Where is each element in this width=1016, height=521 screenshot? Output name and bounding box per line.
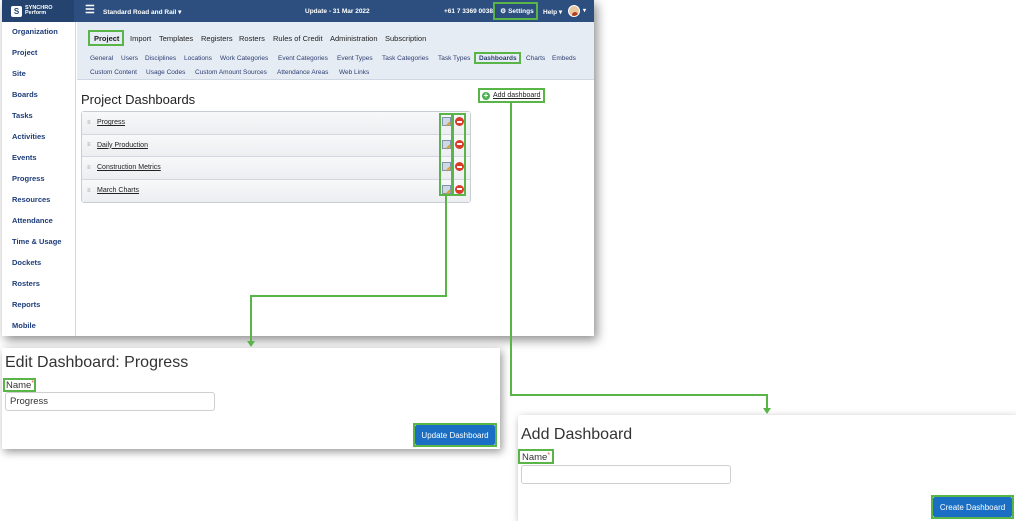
plus-circle-icon: + bbox=[482, 90, 490, 100]
edit-icon[interactable] bbox=[442, 162, 451, 171]
drag-handle-icon[interactable]: ≡ bbox=[87, 164, 91, 171]
sidebar-item-events[interactable]: Events bbox=[12, 153, 37, 162]
dashboard-link[interactable]: March Charts bbox=[97, 187, 140, 195]
subtab-custom-amount-sources[interactable]: Custom Amount Sources bbox=[195, 69, 267, 76]
avatar[interactable] bbox=[568, 5, 580, 17]
sidebar-item-site[interactable]: Site bbox=[12, 69, 26, 78]
list-item: ≡ Daily Production bbox=[82, 134, 470, 157]
list-item: ≡ March Charts bbox=[82, 179, 470, 202]
dashboard-link[interactable]: Construction Metrics bbox=[97, 164, 161, 172]
subtab-usage-codes[interactable]: Usage Codes bbox=[146, 69, 186, 76]
top-navbar: S SYNCHRO Perform ☰ Standard Road and Ra… bbox=[2, 0, 594, 22]
dashboard-list: ≡ Progress ≡ Daily Production ≡ Construc… bbox=[81, 111, 471, 203]
subtab-disciplines[interactable]: Disciplines bbox=[145, 55, 177, 62]
edit-icon[interactable] bbox=[442, 139, 451, 149]
tab-templates[interactable]: Templates bbox=[159, 34, 194, 43]
sidebar-item-boards[interactable]: Boards bbox=[12, 90, 38, 99]
tab-rosters[interactable]: Rosters bbox=[239, 34, 265, 43]
hamburger-menu-icon[interactable]: ☰ bbox=[85, 4, 95, 16]
settings-label: Settings bbox=[508, 7, 534, 15]
add-panel-title: Add Dashboard bbox=[521, 426, 633, 443]
subtab-dashboards[interactable]: Dashboards bbox=[479, 55, 517, 62]
add-dashboard-label: Add dashboard bbox=[493, 92, 541, 99]
sidebar-item-rosters[interactable]: Rosters bbox=[12, 279, 40, 288]
main-content: Project Import Templates Registers Roste… bbox=[77, 22, 594, 336]
settings-tabs: Project Import Templates Registers Roste… bbox=[77, 22, 594, 80]
logo-line1: SYNCHRO bbox=[25, 4, 53, 11]
sidebar-item-activities[interactable]: Activities bbox=[12, 132, 46, 141]
sidebar-item-tasks[interactable]: Tasks bbox=[12, 111, 33, 120]
arrow-head-add bbox=[763, 408, 771, 414]
app-window: S SYNCHRO Perform ☰ Standard Road and Ra… bbox=[2, 0, 594, 336]
add-dashboard-link[interactable]: + Add dashboard bbox=[479, 88, 547, 103]
tab-administration[interactable]: Administration bbox=[330, 34, 378, 43]
sidebar: Organization Project Site Boards Tasks A… bbox=[2, 22, 76, 336]
tab-rules-of-credit[interactable]: Rules of Credit bbox=[273, 34, 323, 43]
phone-number: +61 7 3369 0038 bbox=[444, 8, 493, 15]
page-title: Project Dashboards bbox=[81, 92, 196, 107]
list-item: ≡ Construction Metrics bbox=[82, 157, 470, 180]
help-menu[interactable]: Help ▾ bbox=[543, 9, 563, 16]
project-selector[interactable]: Standard Road and Rail ▾ bbox=[103, 9, 182, 16]
name-field[interactable] bbox=[521, 465, 731, 484]
chevron-down-icon[interactable]: ▾ bbox=[583, 8, 587, 14]
delete-icon[interactable] bbox=[455, 162, 464, 171]
subtab-event-types[interactable]: Event Types bbox=[337, 55, 373, 62]
sidebar-item-organization[interactable]: Organization bbox=[12, 27, 58, 36]
sidebar-item-project[interactable]: Project bbox=[12, 48, 38, 57]
drag-handle-icon[interactable]: ≡ bbox=[87, 187, 91, 194]
create-dashboard-button[interactable]: Create Dashboard bbox=[933, 497, 1012, 517]
update-dashboard-button[interactable]: Update Dashboard bbox=[415, 425, 495, 445]
sidebar-item-dockets[interactable]: Dockets bbox=[12, 258, 42, 267]
subtab-task-categories[interactable]: Task Categories bbox=[382, 55, 429, 62]
subtab-embeds[interactable]: Embeds bbox=[552, 55, 576, 62]
sidebar-item-progress[interactable]: Progress bbox=[12, 174, 45, 183]
delete-icon[interactable] bbox=[455, 117, 464, 126]
subtab-users[interactable]: Users bbox=[121, 55, 138, 62]
subtab-locations[interactable]: Locations bbox=[184, 55, 212, 62]
tab-project[interactable]: Project bbox=[94, 34, 120, 43]
dashboard-link[interactable]: Progress bbox=[97, 119, 126, 127]
required-mark: * bbox=[31, 380, 35, 387]
drag-handle-icon[interactable]: ≡ bbox=[87, 119, 91, 126]
name-label: Name* bbox=[522, 452, 551, 463]
update-info: Update - 31 Mar 2022 bbox=[305, 8, 370, 15]
sidebar-item-reports[interactable]: Reports bbox=[12, 300, 41, 309]
edit-icon[interactable] bbox=[442, 117, 451, 126]
add-dashboard-panel: Add Dashboard Name* Create Dashboard bbox=[518, 415, 1016, 521]
delete-icon[interactable] bbox=[455, 139, 464, 149]
sidebar-item-time-usage[interactable]: Time & Usage bbox=[12, 237, 62, 246]
drag-handle-icon[interactable]: ≡ bbox=[87, 142, 91, 149]
subtab-task-types[interactable]: Task Types bbox=[438, 55, 471, 62]
sidebar-item-attendance[interactable]: Attendance bbox=[12, 216, 53, 225]
tab-import[interactable]: Import bbox=[130, 34, 152, 43]
logo-line2: Perform bbox=[25, 10, 47, 16]
edit-dashboard-panel: Edit Dashboard: Progress Name* Update Da… bbox=[2, 348, 500, 449]
subtab-general[interactable]: General bbox=[90, 55, 114, 62]
sidebar-item-resources[interactable]: Resources bbox=[12, 195, 51, 204]
subtab-custom-content[interactable]: Custom Content bbox=[90, 69, 137, 76]
synchro-logo-icon: S bbox=[11, 5, 22, 17]
required-mark: * bbox=[547, 452, 551, 459]
synchro-logo[interactable]: S SYNCHRO Perform bbox=[2, 0, 74, 22]
sidebar-item-mobile[interactable]: Mobile bbox=[12, 321, 36, 330]
delete-icon[interactable] bbox=[455, 184, 464, 194]
name-label: Name* bbox=[6, 380, 35, 391]
subtab-charts[interactable]: Charts bbox=[526, 55, 546, 62]
subtab-web-links[interactable]: Web Links bbox=[339, 69, 370, 76]
edit-icon[interactable] bbox=[442, 184, 451, 194]
subtab-event-categories[interactable]: Event Categories bbox=[278, 55, 328, 62]
settings-button[interactable]: ⚙ Settings bbox=[495, 3, 539, 19]
arrow-head-edit bbox=[247, 341, 255, 347]
name-field[interactable] bbox=[5, 392, 215, 411]
edit-panel-title: Edit Dashboard: Progress bbox=[5, 354, 189, 371]
tab-subscription[interactable]: Subscription bbox=[385, 34, 427, 43]
gear-icon: ⚙ bbox=[500, 8, 507, 15]
tab-registers[interactable]: Registers bbox=[201, 34, 233, 43]
subtab-work-categories[interactable]: Work Categories bbox=[220, 55, 269, 62]
dashboard-link[interactable]: Daily Production bbox=[97, 141, 148, 149]
list-item: ≡ Progress bbox=[82, 112, 470, 135]
subtab-attendance-areas[interactable]: Attendance Areas bbox=[277, 69, 329, 76]
